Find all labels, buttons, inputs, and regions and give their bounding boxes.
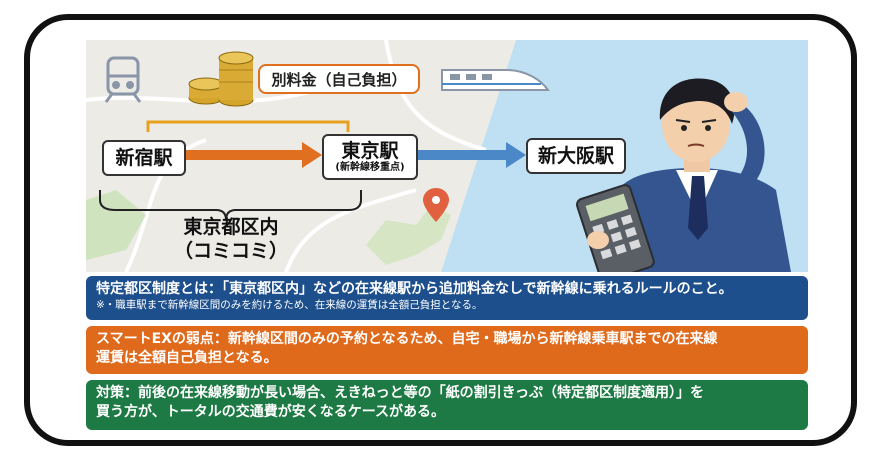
station-destination-label: 新大阪駅	[537, 144, 614, 167]
station-origin-label: 新宿駅	[115, 146, 173, 169]
bullet-train-icon	[441, 69, 550, 91]
calculator-icon	[576, 184, 655, 272]
note-band-weakness: スマートEXの弱点：新幹線区間のみの予約となるため、自宅・職場から新幹線乗車駅ま…	[86, 326, 808, 374]
note-definition-sub: ※・職車駅まで新幹線区間のみを約けるため、在来線の運賃は全額己負担となる。	[96, 298, 483, 311]
zone-bracket	[99, 190, 362, 221]
note-weakness-line1: スマートEXの弱点：新幹線区間のみの予約となるため、自宅・職場から新幹線乗車駅ま…	[96, 331, 718, 347]
coins-icon	[188, 51, 254, 107]
zone-label-line2: （コミコミ）	[173, 239, 288, 262]
station-transfer: 東京駅 (新幹線移重点)	[322, 134, 418, 180]
illustration-scene: 新宿駅 東京駅 (新幹線移重点) 新大阪駅 別料金（自己負担） 東京都区内 （コ…	[86, 40, 808, 272]
zone-label: 東京都区内 （コミコミ）	[146, 216, 316, 264]
station-transfer-label: 東京駅	[341, 140, 399, 163]
park-area	[86, 190, 146, 260]
note-band-strategy: 対策：前後の在来線移動が長い場合、えきねっと等の「紙の割引きっぷ（特定都区制度適…	[86, 380, 808, 430]
map-pin-icon	[423, 188, 449, 222]
station-destination: 新大阪駅	[526, 138, 626, 174]
note-strategy-line2: 買う方が、トータルの交通費が安くなるケースがある。	[96, 403, 446, 420]
blue-arrow	[416, 142, 526, 168]
note-band-definition: 特定都区制度とは：「東京都区内」などの在来線駅から追加料金なしで新幹線に乗れるル…	[86, 276, 808, 320]
zone-label-line1: 東京都区内	[183, 216, 279, 238]
fee-label: 別料金（自己負担）	[271, 70, 407, 89]
station-origin: 新宿駅	[102, 140, 186, 176]
station-transfer-note: (新幹線移重点)	[335, 161, 405, 173]
note-definition-main: 特定都区制度とは：「東京都区内」などの在来線駅から追加料金なしで新幹線に乗れるル…	[96, 281, 733, 297]
note-weakness-line2: 運賃は全額自己負担となる。	[96, 349, 278, 366]
fee-bubble: 別料金（自己負担）	[258, 64, 420, 94]
train-icon	[104, 56, 142, 103]
fee-bracket	[146, 120, 350, 132]
land-shape	[366, 205, 451, 265]
note-strategy-line1: 対策：前後の在来線移動が長い場合、えきねっと等の「紙の割引きっぷ（特定都区制度適…	[96, 385, 705, 401]
orange-arrow	[186, 142, 322, 168]
